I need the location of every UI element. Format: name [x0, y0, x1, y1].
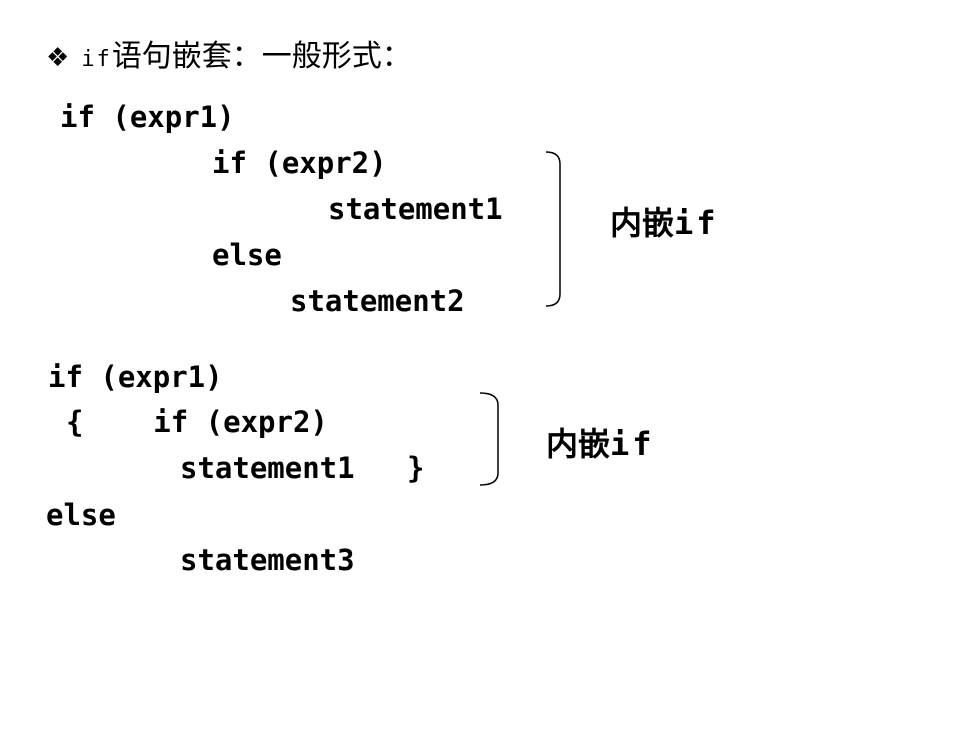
nested-if-label: 内嵌if: [546, 424, 655, 464]
nested-if-label-cjk: 内嵌: [546, 425, 611, 463]
title-keyword: if: [81, 46, 112, 72]
code-line: statement3: [180, 543, 355, 577]
nested-if-label: 内嵌if: [610, 203, 719, 243]
slide-title: ❖ if语句嵌套：一般形式：: [46, 38, 412, 78]
right-bracket-icon: [479, 392, 499, 486]
code-line: else: [212, 238, 282, 272]
nested-if-label-cjk: 内嵌: [610, 204, 675, 242]
nested-if-label-latin: if: [610, 425, 655, 463]
title-text: 语句嵌套：一般形式：: [111, 38, 412, 74]
code-line: if (expr1): [60, 100, 235, 134]
code-line: if (expr1): [48, 360, 223, 394]
code-line: statement1 }: [180, 451, 425, 485]
code-line: { if (expr2): [66, 405, 328, 439]
nested-if-label-latin: if: [674, 204, 719, 242]
right-bracket-icon: [545, 151, 561, 307]
code-line: if (expr2): [212, 146, 387, 180]
code-line: statement1: [328, 192, 503, 226]
code-line: else: [46, 498, 116, 532]
code-line: statement2: [290, 284, 465, 318]
diamond-bullet-icon: ❖: [46, 43, 70, 73]
